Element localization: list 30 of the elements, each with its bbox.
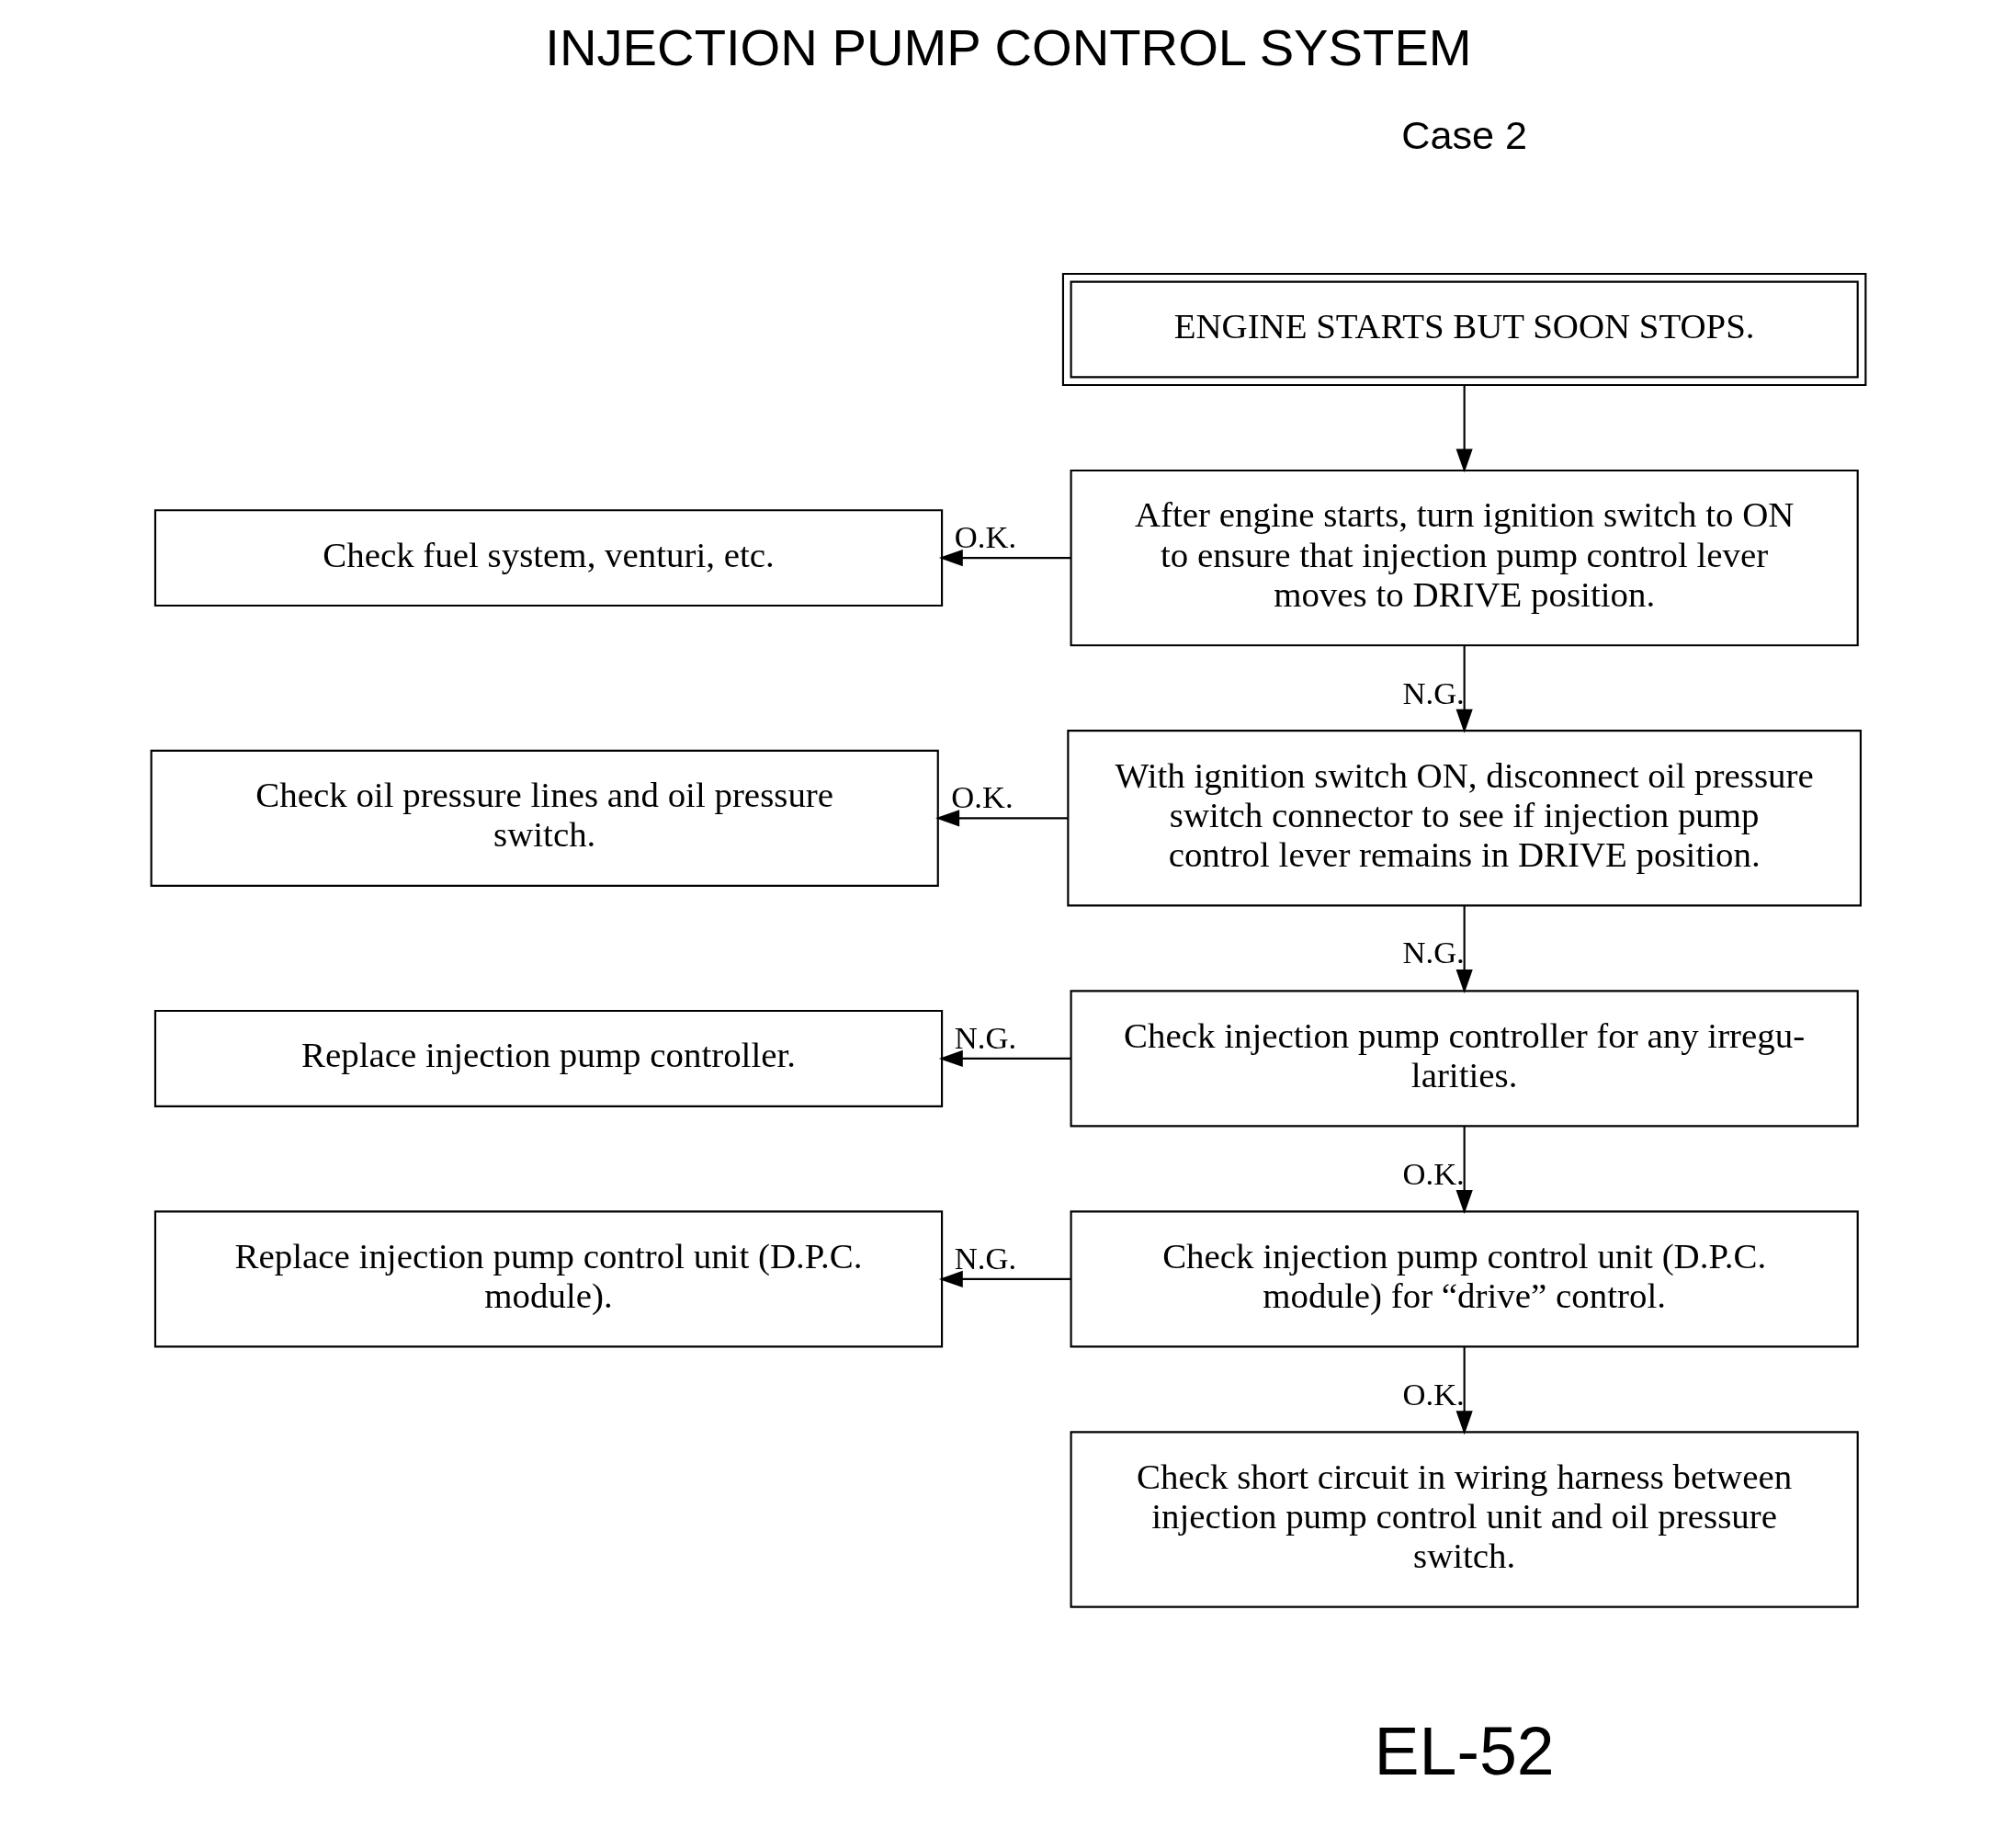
label: Case 2 <box>1400 112 1527 157</box>
edge-label: O.K. <box>950 779 1014 815</box>
edge-label: O.K. <box>954 518 1016 554</box>
arrow <box>934 810 1068 827</box>
node-box: With ignition switch ON, disconnect oil pressure switch connector to see if injection pump control lever remains in DRIVE position. <box>1066 730 1862 907</box>
edge-label: O.K. <box>1402 1155 1465 1191</box>
node-box: Check short circuit in wiring harness between injection pump control unit and oil pressure switch. <box>1070 1431 1859 1608</box>
node-box: Check injection pump controller for any irregu- larities. <box>1070 990 1859 1128</box>
arrow <box>1455 385 1473 473</box>
edge-label: N.G. <box>954 1240 1016 1276</box>
diagram-title: INJECTION PUMP CONTROL SYSTEM <box>544 17 1472 76</box>
node-box: Replace injection pump control unit (D.P.C. module). <box>153 1210 943 1348</box>
arrow <box>1455 646 1473 733</box>
edge-label: N.G. <box>1402 935 1465 970</box>
edge-label: N.G. <box>1402 675 1465 710</box>
arrow <box>938 1049 1070 1067</box>
arrow <box>938 1270 1070 1287</box>
arrow <box>1455 905 1473 993</box>
node-box: Check injection pump control unit (D.P.C. module) for “drive” control. <box>1070 1210 1859 1348</box>
node-box: After engine starts, turn ignition switch to ON to ensure that injection pump control lever moves to DRIVE position. <box>1070 469 1859 647</box>
node-box: Check fuel system, venturi, etc. <box>153 509 943 607</box>
edge-label: O.K. <box>1402 1376 1465 1412</box>
node-box: ENGINE STARTS BUT SOON STOPS. <box>1061 272 1866 387</box>
edge-label: N.G. <box>954 1019 1016 1055</box>
arrow <box>938 550 1070 567</box>
node-box: Check oil pressure lines and oil pressure switch. <box>150 749 939 887</box>
node-box: Replace injection pump controller. <box>153 1009 943 1107</box>
arrow <box>1455 1346 1473 1435</box>
arrow <box>1455 1126 1473 1215</box>
label: EL-52 <box>1374 1712 1555 1789</box>
